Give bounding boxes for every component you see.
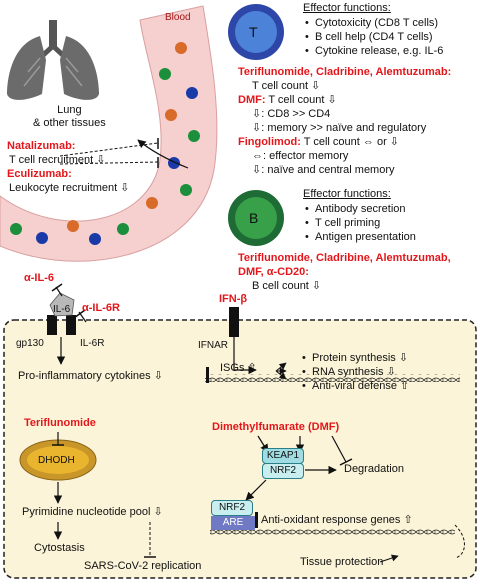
t-cell-heading: Effector functions: xyxy=(303,2,391,14)
dhodh-label: DHODH xyxy=(38,455,75,466)
b-drugs-effect: B cell count ⇩ xyxy=(252,280,322,292)
blood-cell xyxy=(175,42,187,54)
pyrimidine-label: Pyrimidine nucleotide pool ⇩ xyxy=(22,506,163,518)
t-cell-functions: Cytotoxicity (CD8 T cells) B cell help (… xyxy=(303,16,443,58)
list-item: T cell priming xyxy=(305,216,416,230)
lung-icon xyxy=(6,20,100,100)
natalizumab-effect: T cell recruitment ⇩ xyxy=(9,154,106,166)
gp130-label: gp130 xyxy=(16,338,44,349)
natalizumab-label: Natalizumab: xyxy=(7,140,76,152)
t-drugs-line: Teriflunomide, Cladribine, Alemtuzumab: xyxy=(238,66,452,78)
blood-cell xyxy=(10,223,22,235)
list-item: Antibody secretion xyxy=(305,202,416,216)
dmf-line: DMF: T cell count ⇩ xyxy=(238,94,337,106)
ifn-beta-label: IFN-β xyxy=(219,293,248,305)
b-cell-heading: Effector functions: xyxy=(303,188,391,200)
b-drugs-line-2: DMF, α-CD20: xyxy=(238,266,309,278)
eculizumab-label: Eculizumab: xyxy=(7,168,72,180)
list-item: B cell help (CD4 T cells) xyxy=(305,30,443,44)
list-item: RNA synthesis ⇩ xyxy=(302,365,409,379)
il6-label: IL-6 xyxy=(53,304,71,315)
blood-cell xyxy=(117,223,129,235)
blood-cell xyxy=(146,197,158,209)
blood-cell xyxy=(89,233,101,245)
eculizumab-effect: Leukocyte recruitment ⇩ xyxy=(9,182,130,194)
b-drugs-line-1: Teriflunomide, Cladribine, Alemtuzumab, xyxy=(238,252,451,264)
blood-cell xyxy=(159,68,171,80)
blood-cell xyxy=(36,232,48,244)
nrf2-box: NRF2 xyxy=(262,463,304,479)
are-box: ARE xyxy=(211,516,255,530)
alpha-il6r-label: α-IL-6R xyxy=(82,302,120,314)
ifnar-label: IFNAR xyxy=(198,340,228,351)
blood-cells xyxy=(10,42,200,245)
pro-inflammatory-label: Pro-inflammatory cytokines ⇩ xyxy=(18,370,163,382)
fingolimod-sub-2: ⇩: naïve and central memory xyxy=(252,164,395,176)
dmf-title: Dimethylfumarate (DMF) xyxy=(212,421,340,433)
blood-cell xyxy=(188,130,200,142)
tissue-protection-label: Tissue protection xyxy=(300,556,384,568)
antioxidant-label: Anti-oxidant response genes ⇧ xyxy=(261,514,413,526)
b-cell-label: B xyxy=(249,210,259,226)
list-item: Protein synthesis ⇩ xyxy=(302,351,409,365)
il6-pentagon xyxy=(49,292,75,317)
blood-cell xyxy=(165,109,177,121)
teriflunomide-label: Teriflunomide xyxy=(24,417,96,429)
isgs-label: ISGs ⇧ xyxy=(220,362,257,374)
list-item: Anti-viral defense ⇧ xyxy=(302,379,409,393)
list-item: Cytokine release, e.g. IL-6 xyxy=(305,44,443,58)
il6r-label: IL-6R xyxy=(80,338,105,349)
blood-cell xyxy=(186,87,198,99)
fingolimod-line: Fingolimod: T cell count ⇔ or ⇩ xyxy=(238,136,400,148)
keap1-box: KEAP1 xyxy=(262,448,304,464)
degradation-label: Degradation xyxy=(344,463,404,475)
b-cell-functions: Antibody secretion T cell priming Antige… xyxy=(303,202,416,244)
t-drugs-effect: T cell count ⇩ xyxy=(252,80,321,92)
blood-cell xyxy=(67,220,79,232)
blood-cell xyxy=(180,184,192,196)
cytostasis-label: Cytostasis xyxy=(34,542,85,554)
blood-label: Blood xyxy=(165,12,191,23)
lung-label: Lung & other tissues xyxy=(33,104,106,129)
nrf2-bound-box: NRF2 xyxy=(211,500,253,516)
list-item: Cytotoxicity (CD8 T cells) xyxy=(305,16,443,30)
dmf-sub-1: ⇩: CD8 >> CD4 xyxy=(252,108,331,120)
sars-label: SARS-CoV-2 replication xyxy=(84,560,202,572)
t-cell-label: T xyxy=(249,24,258,40)
list-item: Antigen presentation xyxy=(305,230,416,244)
fingolimod-sub-1: ⇔: effector memory xyxy=(252,150,349,162)
blood-cell xyxy=(168,157,180,169)
alpha-il6-label: α-IL-6 xyxy=(24,272,54,284)
isg-effects: Protein synthesis ⇩ RNA synthesis ⇩ Anti… xyxy=(300,351,409,393)
dmf-sub-2: ⇩: memory >> naïve and regulatory xyxy=(252,122,427,134)
